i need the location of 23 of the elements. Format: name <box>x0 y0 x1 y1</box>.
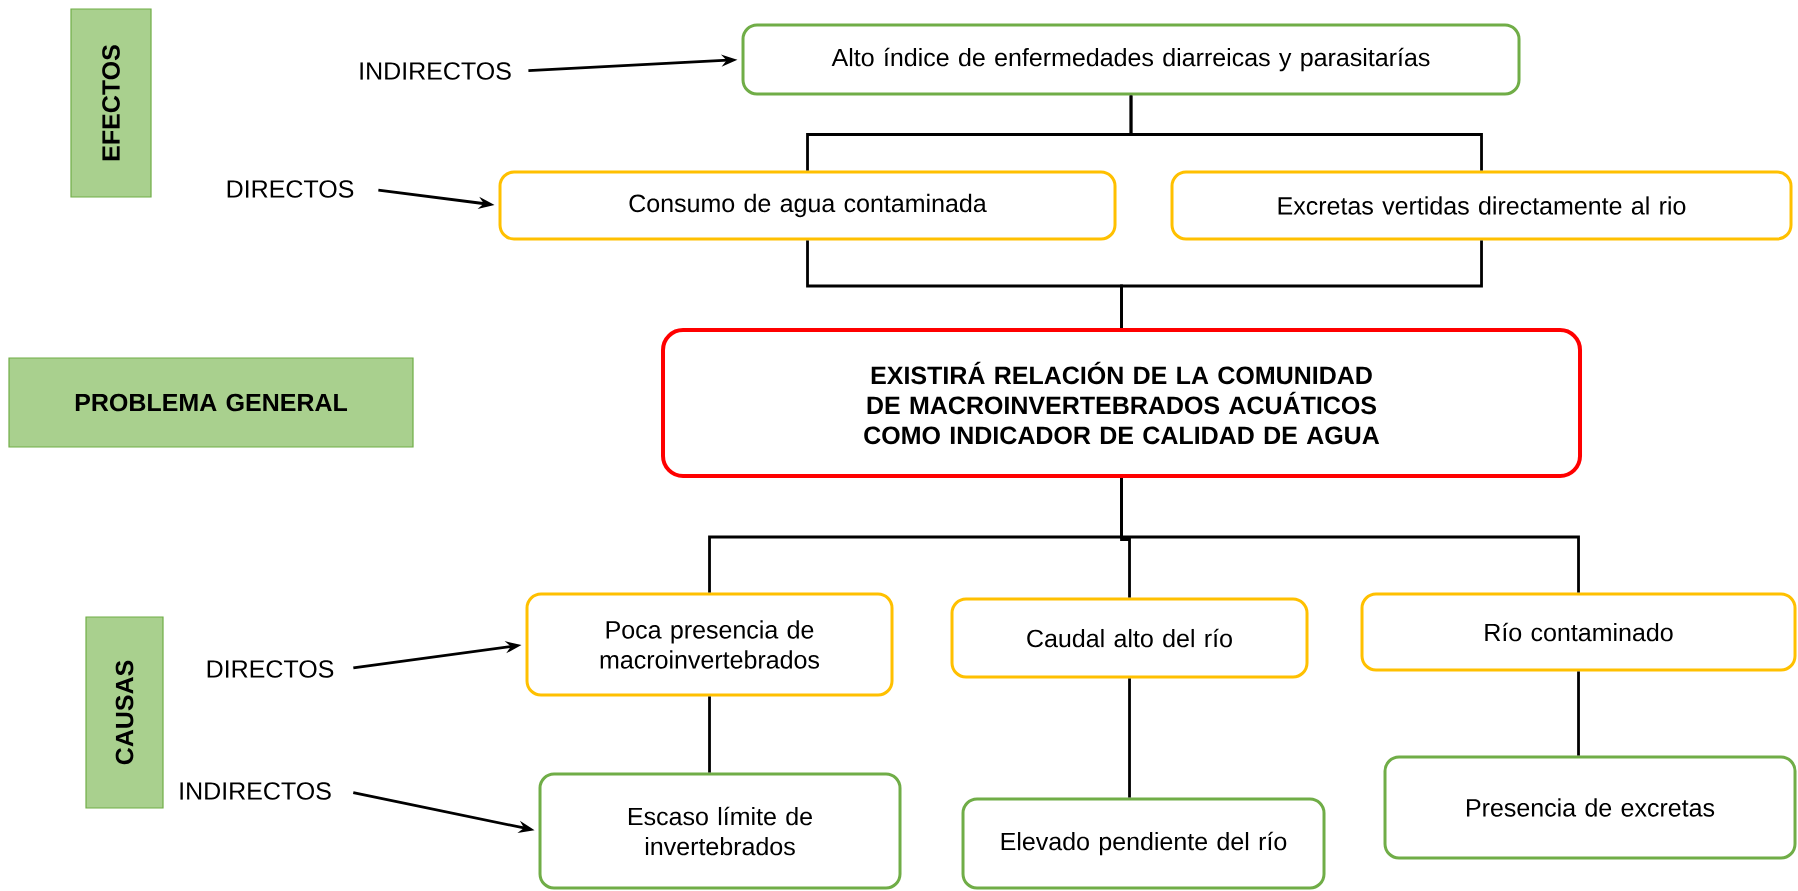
cause-box: Caudal alto del río <box>950 597 1309 679</box>
problem-box: EXISTIRÁ RELACIÓN DE LA COMUNIDAD DE MACROINVERTEBRADOS ACUÁTICOS COMO INDICADOR DE CALIDAD DE AGUA <box>661 328 1582 478</box>
effect-box: Alto índice de enfermedades diarreicas y parasitarías <box>741 23 1521 96</box>
arrow-label: DIRECTOS <box>207 660 334 678</box>
connector-line <box>1120 240 1483 328</box>
effect-box: Excretas vertidas directamente al rio <box>1170 170 1793 241</box>
cause-box: Presencia de excretas <box>1383 755 1797 860</box>
arrow-label: DIRECTOS <box>227 180 354 198</box>
connector-line <box>1577 671 1580 756</box>
connector-line <box>1120 478 1580 593</box>
connector-line <box>1128 678 1131 798</box>
cause-box: Río contaminado <box>1360 592 1797 672</box>
cause-box: Escaso límite de invertebrados <box>538 772 902 890</box>
side-label-box: PROBLEMA GENERAL <box>8 357 414 448</box>
side-label-box: CAUSAS <box>85 616 164 809</box>
connector-line <box>708 696 711 773</box>
arrow-label: INDIRECTOS <box>360 62 511 80</box>
side-label-box: EFECTOS <box>70 8 152 198</box>
arrow-label: INDIRECTOS <box>180 782 331 800</box>
cause-box: Elevado pendiente del río <box>961 797 1326 890</box>
cause-box: Poca presencia de macroinvertebrados <box>525 592 894 697</box>
connector-line <box>1129 95 1483 171</box>
effect-box: Consumo de agua contaminada <box>498 170 1117 241</box>
